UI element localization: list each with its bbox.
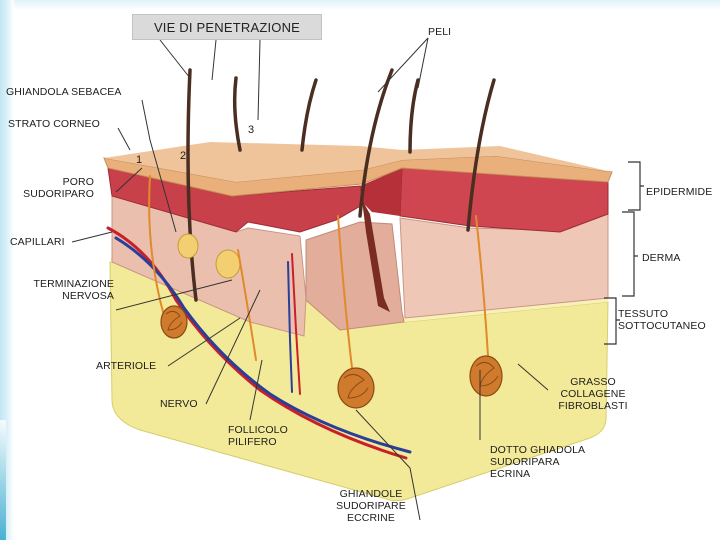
leader-lines	[71, 37, 549, 521]
sweat-gland-coil	[469, 355, 503, 397]
leader-poro	[115, 167, 143, 193]
slide-left-band	[0, 0, 14, 540]
bracket-epidermide	[628, 161, 641, 211]
label-line: SUDORIPARO	[23, 188, 94, 200]
hair-shaft	[232, 76, 242, 152]
nerve-fiber	[337, 215, 353, 369]
label-line: SUDORIPARA	[490, 456, 560, 468]
label-line: TERMINAZIONE	[33, 278, 114, 290]
label-grasso-collagene: GRASSO COLLAGENE FIBROBLASTI	[546, 376, 640, 412]
leader-nervo	[205, 289, 261, 405]
leader-capillari	[71, 231, 113, 243]
coil-texture	[475, 362, 499, 387]
coil-texture	[343, 374, 369, 399]
label-peli: PELI	[428, 26, 452, 38]
bracket-tick	[616, 185, 644, 321]
leader-grasso	[517, 363, 549, 391]
vein-vessel	[114, 236, 412, 454]
label-line: FIBROBLASTI	[558, 400, 628, 412]
sweat-gland-coil	[337, 367, 375, 409]
label-line: PILIFERO	[228, 436, 277, 448]
leader-arteriole	[167, 317, 241, 367]
hair-shaft	[358, 68, 394, 218]
diagram-title: VIE DI PENETRAZIONE	[132, 14, 322, 40]
label-nervo: NERVO	[160, 398, 198, 410]
label-line: DOTTO GHIADOLA	[490, 444, 586, 456]
blood-vessels	[106, 226, 412, 460]
leader-strato	[117, 127, 131, 151]
label-line: PORO	[62, 176, 94, 188]
artery-vessel	[291, 253, 301, 395]
leader-title	[159, 39, 261, 121]
stratum-corneum-top-face	[104, 142, 612, 182]
hair-shaft	[186, 68, 198, 302]
label-strato-corneo: STRATO CORNEO	[8, 118, 100, 130]
label-line: GRASSO	[570, 376, 616, 388]
hair-shaft	[408, 78, 420, 154]
hair-shafts	[186, 68, 496, 302]
label-arteriole: ARTERIOLE	[96, 360, 157, 372]
label-line: NERVOSA	[62, 290, 114, 302]
label-line: SUDORIPARE	[336, 500, 406, 512]
path-number-2: 2	[180, 150, 187, 162]
label-poro-sudoriparo: PORO SUDORIPARO	[20, 176, 94, 200]
label-capillari: CAPILLARI	[10, 236, 65, 248]
sweat-gland-coil	[160, 305, 188, 339]
nerve-fiber	[475, 215, 489, 357]
label-follicolo-pilifero: FOLLICOLO PILIFERO	[228, 424, 288, 448]
follicle-cleft	[362, 200, 390, 312]
label-epidermide: EPIDERMIDE	[646, 186, 713, 198]
leader-ghiandola	[141, 99, 177, 233]
sebaceous-gland	[215, 249, 241, 279]
path-number-1: 1	[136, 154, 143, 166]
coil-texture	[165, 310, 183, 331]
label-ghiandole-sudoripare-eccrine: GHIANDOLE SUDORIPARE ECCRINE	[328, 488, 414, 524]
leader-terminazione	[115, 279, 233, 311]
label-line: TESSUTO	[618, 308, 669, 320]
slide-top-band	[0, 0, 720, 10]
label-line: ECCRINE	[347, 512, 395, 524]
label-line: COLLAGENE	[560, 388, 626, 400]
epidermis-left	[107, 167, 365, 233]
nerve-fiber	[237, 249, 257, 361]
label-line: SOTTOCUTANEO	[618, 320, 706, 332]
leader-follicolo	[249, 359, 263, 421]
slide-left-streak	[0, 420, 6, 540]
artery-vessel	[106, 226, 408, 460]
label-terminazione-nervosa: TERMINAZIONE NERVOSA	[10, 278, 114, 302]
bracket-tessuto	[604, 297, 617, 345]
label-ghiandola-sebacea: GHIANDOLA SEBACEA	[6, 86, 122, 98]
layer-brackets	[604, 161, 644, 345]
label-derma: DERMA	[642, 252, 681, 264]
sebaceous-gland	[177, 233, 199, 259]
label-line: ECRINA	[490, 468, 531, 480]
leader-ghiandole	[355, 409, 421, 521]
leader-peli	[377, 37, 429, 93]
bracket-derma	[622, 211, 635, 297]
label-tessuto-sottocutaneo: TESSUTO SOTTOCUTANEO	[618, 308, 706, 332]
vein-vessel	[287, 261, 293, 393]
label-dotto-ghiandola: DOTTO GHIADOLA SUDORIPARA ECRINA	[490, 444, 585, 480]
hair-shaft	[466, 78, 496, 232]
hair-shaft	[300, 78, 318, 152]
label-line: FOLLICOLO	[228, 424, 288, 436]
path-number-3: 3	[248, 124, 255, 136]
label-line: GHIANDOLE	[339, 488, 403, 500]
epidermis-notch	[360, 168, 402, 216]
